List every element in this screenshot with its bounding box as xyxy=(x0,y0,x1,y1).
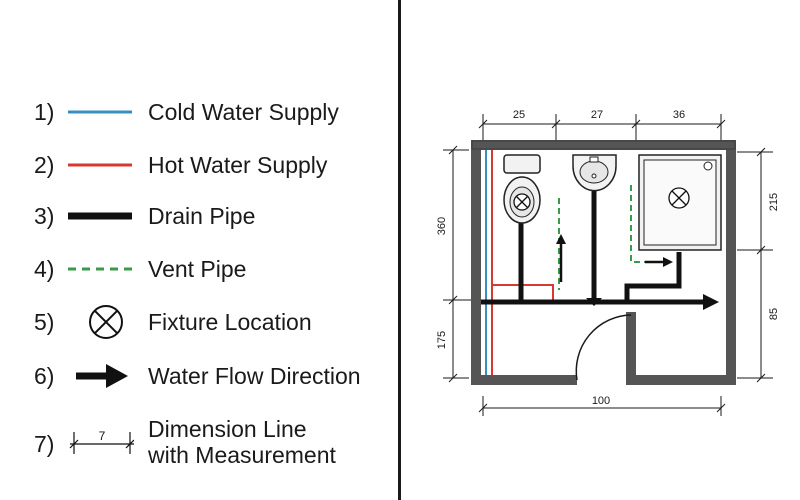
dimension-line-sample-value: 7 xyxy=(99,429,106,443)
legend-label: Dimension Line with Measurement xyxy=(148,416,336,468)
legend-label: Hot Water Supply xyxy=(148,152,328,178)
legend-number: 6) xyxy=(34,363,55,389)
vent-up-arrow-head xyxy=(556,234,566,244)
drain-flow-arrow-main xyxy=(703,294,719,310)
dimension-right-lower: 85 xyxy=(768,308,780,320)
legend-label: Cold Water Supply xyxy=(148,99,339,125)
legend-item-vent-pipe: 4) Vent Pipe xyxy=(0,249,398,289)
vent-pipe-dashed-line-icon xyxy=(68,267,132,271)
top-dimension-lines xyxy=(478,114,726,140)
legend-item-water-flow-direction: 6) Water Flow Direction xyxy=(0,356,398,396)
legend-item-hot-water: 2) Hot Water Supply xyxy=(0,145,398,185)
circle-x-icon xyxy=(89,305,123,339)
dimension-top-middle: 27 xyxy=(591,109,603,121)
room-walls xyxy=(471,140,736,385)
legend-label: Fixture Location xyxy=(148,309,312,335)
dimension-top-right: 36 xyxy=(673,109,685,121)
shower-location-circle-x-icon xyxy=(668,187,690,209)
door-swing-arc xyxy=(575,314,632,381)
legend-number: 7) xyxy=(34,431,55,457)
shower-head-icon xyxy=(703,161,713,171)
dimension-top-left: 25 xyxy=(513,109,525,121)
legend-item-cold-water: 1) Cold Water Supply xyxy=(0,92,398,132)
toilet-fixture xyxy=(503,154,541,224)
hot-water-line-icon xyxy=(68,163,132,167)
sink-drain-icon xyxy=(591,173,597,179)
legend-number: 5) xyxy=(34,309,55,335)
bottom-dimension-line xyxy=(478,396,726,416)
sink-fixture xyxy=(572,154,617,192)
legend-item-dimension-line: 7) 7 Dimension Line with Measurement xyxy=(0,416,398,470)
drain-pipe-line-icon xyxy=(68,212,132,220)
cold-water-line-icon xyxy=(68,110,132,114)
panel-divider xyxy=(398,0,401,500)
shower-flow-arrow-head xyxy=(663,257,673,267)
legend-number: 3) xyxy=(34,203,55,229)
bathroom-floor-plan: 25 27 36 360 175 215 85 100 xyxy=(436,109,780,416)
legend-number: 1) xyxy=(34,99,55,125)
vent-pipe-right xyxy=(630,185,651,263)
arrow-right-icon xyxy=(76,364,128,388)
dimension-left-lower: 175 xyxy=(436,331,448,349)
dimension-left-upper: 360 xyxy=(436,217,448,235)
shower-fixture xyxy=(638,154,722,251)
legend-item-fixture-location: 5) Fixture Location xyxy=(0,302,398,342)
legend-label: Water Flow Direction xyxy=(148,363,361,389)
legend-number: 4) xyxy=(34,256,55,282)
right-dimension-lines xyxy=(737,147,773,383)
legend-number: 2) xyxy=(34,152,55,178)
dimension-bottom: 100 xyxy=(592,395,610,407)
legend-label: Vent Pipe xyxy=(148,256,247,282)
drain-flow-arrow-sink xyxy=(586,298,602,306)
dimension-line-icon: 7 xyxy=(69,429,134,454)
legend-item-drain-pipe: 3) Drain Pipe xyxy=(0,196,398,236)
dimension-right-upper: 215 xyxy=(768,193,780,211)
legend-panel: 1) Cold Water Supply 2) Hot Water Supply… xyxy=(0,0,398,500)
hot-water-branch xyxy=(492,284,554,303)
toilet-location-circle-x-icon xyxy=(513,193,531,211)
legend-label: Drain Pipe xyxy=(148,203,256,229)
